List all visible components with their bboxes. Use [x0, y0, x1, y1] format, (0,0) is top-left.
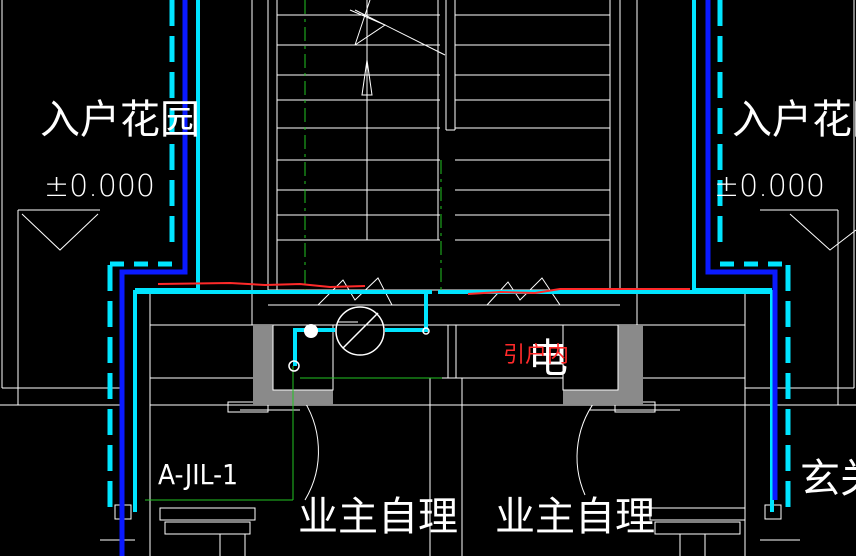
- junction-node-icon: [422, 327, 430, 335]
- drawing-labels: 入户花园 ±0.000 入户花园 ±0.000 业主自理 业主自理 玄关 A-J…: [40, 97, 856, 540]
- cyan-walls: [107, 0, 791, 512]
- owner-label-right: 业主自理: [495, 494, 655, 540]
- valve-node-icon: [304, 324, 318, 338]
- garden-label-right: 入户花园: [732, 97, 856, 143]
- vestibule-label: 玄关: [800, 456, 856, 502]
- blue-pipes: [119, 0, 778, 556]
- garden-label-left: 入户花园: [40, 97, 200, 143]
- elevation-label-left: ±0.000: [44, 169, 155, 204]
- red-markup: [157, 281, 690, 295]
- water-meter-symbol: [288, 306, 430, 372]
- meter-char-label: 电: [528, 336, 568, 382]
- column-void-outlines: [272, 324, 619, 391]
- axis-lines: [145, 0, 442, 501]
- owner-label-left: 业主自理: [298, 494, 458, 540]
- elevation-label-right: ±0.000: [714, 169, 825, 204]
- column-voids: [273, 325, 618, 390]
- riser-node-icon: [288, 360, 300, 372]
- indoor-note-label: 引户内: [503, 343, 569, 368]
- pipe-id-label: A-JIL-1: [158, 458, 238, 491]
